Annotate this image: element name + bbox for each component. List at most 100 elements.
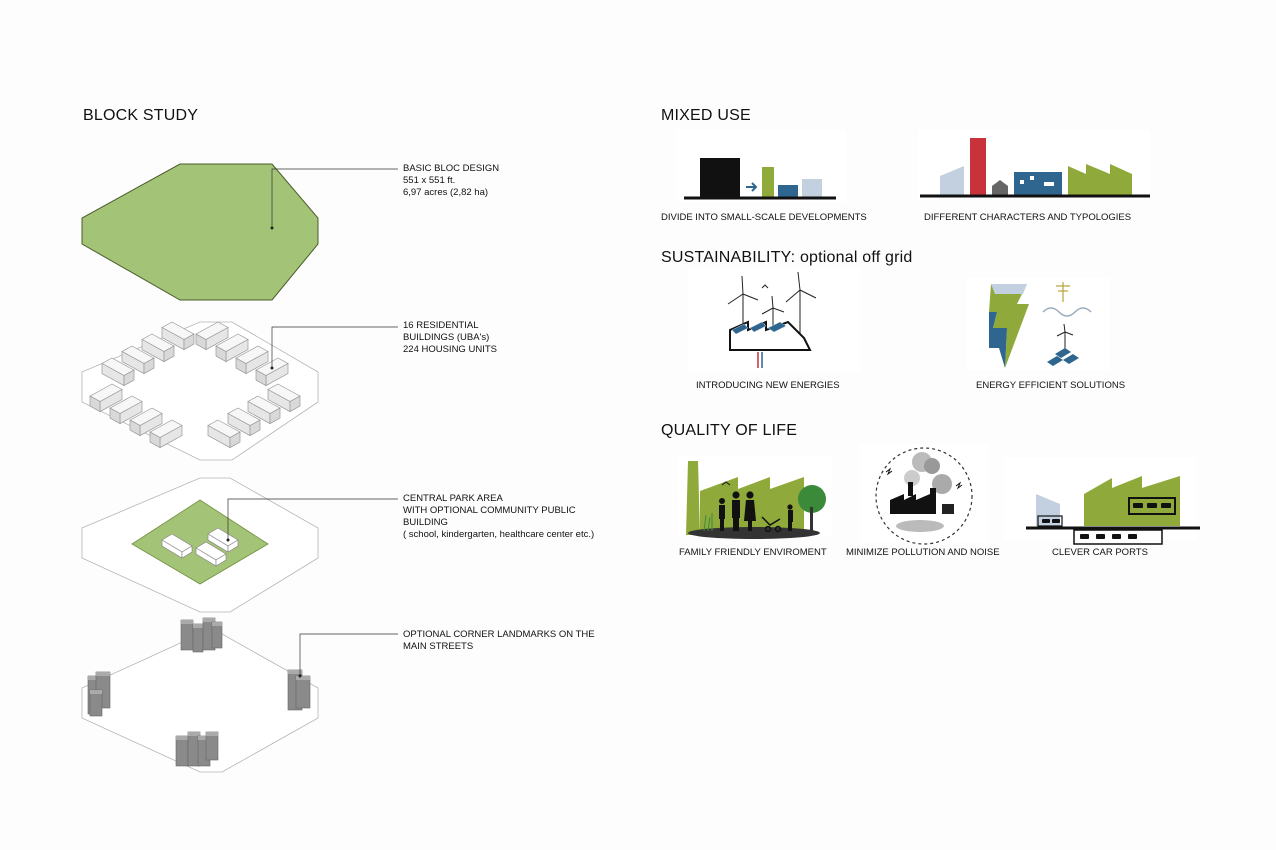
residential-building-face	[247, 400, 271, 425]
sustainability-caption-1: INTRODUCING NEW ENERGIES	[696, 380, 840, 391]
landmarks-label: OPTIONAL CORNER LANDMARKS ON THE MAIN ST…	[403, 629, 595, 652]
landmark-tower	[89, 689, 103, 717]
landmark-tower	[205, 731, 219, 761]
landmark-tower-top	[203, 618, 215, 622]
quality-caption-1: FAMILY FRIENDLY ENVIROMENT	[679, 547, 827, 558]
residential-building-face	[89, 395, 101, 413]
residential-building-face	[129, 407, 163, 426]
residential-building-face	[141, 333, 175, 352]
basic-bloc-label: BASIC BLOC DESIGN 551 x 551 ft. 6,97 acr…	[403, 163, 500, 198]
residential-building-face	[101, 357, 135, 376]
residential-building-face	[109, 407, 121, 425]
sustainability-title: SUSTAINABILITY: optional off grid	[661, 249, 913, 266]
landmark-tower	[87, 675, 101, 715]
landmark-tower	[187, 731, 201, 767]
residential-building-face	[183, 333, 195, 351]
residential-building-face	[227, 412, 251, 437]
residential-building-face	[129, 419, 141, 437]
landmark-tower-top	[296, 676, 310, 680]
mixed-use-caption-2: DIFFERENT CHARACTERS AND TYPOLOGIES	[924, 212, 1132, 223]
landmark-tower	[180, 619, 194, 651]
residential-building-face	[235, 345, 269, 364]
quality-of-life-title: QUALITY OF LIFE	[661, 422, 798, 439]
landmark-tower-top	[288, 670, 302, 674]
residential-building-face	[149, 419, 183, 438]
residential-building-face	[255, 357, 289, 376]
different-typologies-icon	[918, 130, 1150, 200]
landmark-tower-top	[176, 736, 188, 740]
landmark-tower-top	[193, 624, 203, 628]
residential-building-face	[289, 395, 301, 413]
mixed-use-caption-1: DIVIDE INTO SMALL-SCALE DEVELOPMENTS	[661, 212, 867, 223]
landmark-tower-top	[212, 622, 222, 626]
central-park-label: CENTRAL PARK AREA WITH OPTIONAL COMMUNIT…	[403, 493, 595, 540]
residential-building-face	[143, 357, 155, 375]
residential-building-face	[101, 362, 125, 387]
new-energies-icon	[688, 268, 860, 372]
residential-building-face	[215, 345, 227, 363]
residential-building-face	[109, 395, 143, 414]
residential-building-face	[205, 326, 229, 351]
residential-building-face	[195, 333, 207, 351]
residential-building-face	[99, 388, 123, 413]
residential-building-face	[89, 383, 123, 402]
residential-building-face	[139, 412, 163, 437]
landmark-tower-top	[96, 672, 110, 676]
mixed-use-title: MIXED USE	[661, 107, 751, 124]
landmark-tower	[211, 621, 223, 649]
landmark-tower	[192, 623, 204, 653]
residential-label: 16 RESIDENTIAL BUILDINGS (UBA's) 224 HOU…	[403, 320, 497, 355]
residential-building-face	[227, 407, 261, 426]
residential-building-face	[235, 357, 247, 375]
residential-building-face	[195, 321, 229, 340]
landmark-tower	[287, 669, 303, 711]
landmark-tower-top	[198, 736, 210, 740]
residential-building-face	[149, 431, 161, 449]
residential-building-face	[255, 369, 267, 387]
residential-building-face	[267, 388, 291, 413]
sustainability-caption-2: ENERGY EFFICIENT SOLUTIONS	[976, 380, 1126, 391]
landmark-tower	[295, 675, 311, 709]
residential-building-face	[161, 321, 195, 340]
block-study-title: BLOCK STUDY	[83, 107, 199, 124]
landmark-tower	[197, 735, 211, 767]
minimize-pollution-icon	[860, 444, 988, 545]
landmark-tower	[202, 617, 216, 651]
energy-efficient-icon	[967, 278, 1109, 370]
residential-building-face	[265, 362, 289, 387]
residential-building-face	[163, 345, 175, 363]
clever-car-ports-icon	[1004, 458, 1200, 545]
residential-building-face	[247, 395, 281, 414]
residential-building-face	[141, 338, 165, 363]
residential-building-face	[249, 419, 261, 437]
residential-building-face	[159, 424, 183, 449]
residential-building-face	[269, 407, 281, 425]
residential-building-face	[229, 431, 241, 449]
residential-building-face	[119, 400, 143, 425]
landmark-tower-top	[181, 620, 193, 624]
landmark-tower-top	[90, 690, 102, 694]
landmark-tower-top	[88, 676, 100, 680]
landmark-tower	[95, 671, 111, 709]
residential-building-face	[121, 350, 145, 375]
residential-building-face	[245, 350, 269, 375]
landmark-tower-top	[206, 732, 218, 736]
residential-building-face	[207, 419, 241, 438]
residential-building-face	[215, 333, 249, 352]
residential-building-face	[161, 326, 185, 351]
residential-building-face	[267, 383, 301, 402]
small-scale-developments-icon	[676, 130, 846, 202]
landmark-tower	[175, 735, 189, 767]
residential-building-face	[123, 369, 135, 387]
landmark-tower-top	[188, 732, 200, 736]
quality-caption-2: MINIMIZE POLLUTION AND NOISE	[846, 547, 1000, 558]
quality-caption-3: CLEVER CAR PORTS	[1052, 547, 1148, 558]
residential-building-face	[121, 345, 155, 364]
residential-building-face	[225, 338, 249, 363]
residential-building-face	[207, 424, 231, 449]
family-friendly-icon	[678, 455, 832, 539]
